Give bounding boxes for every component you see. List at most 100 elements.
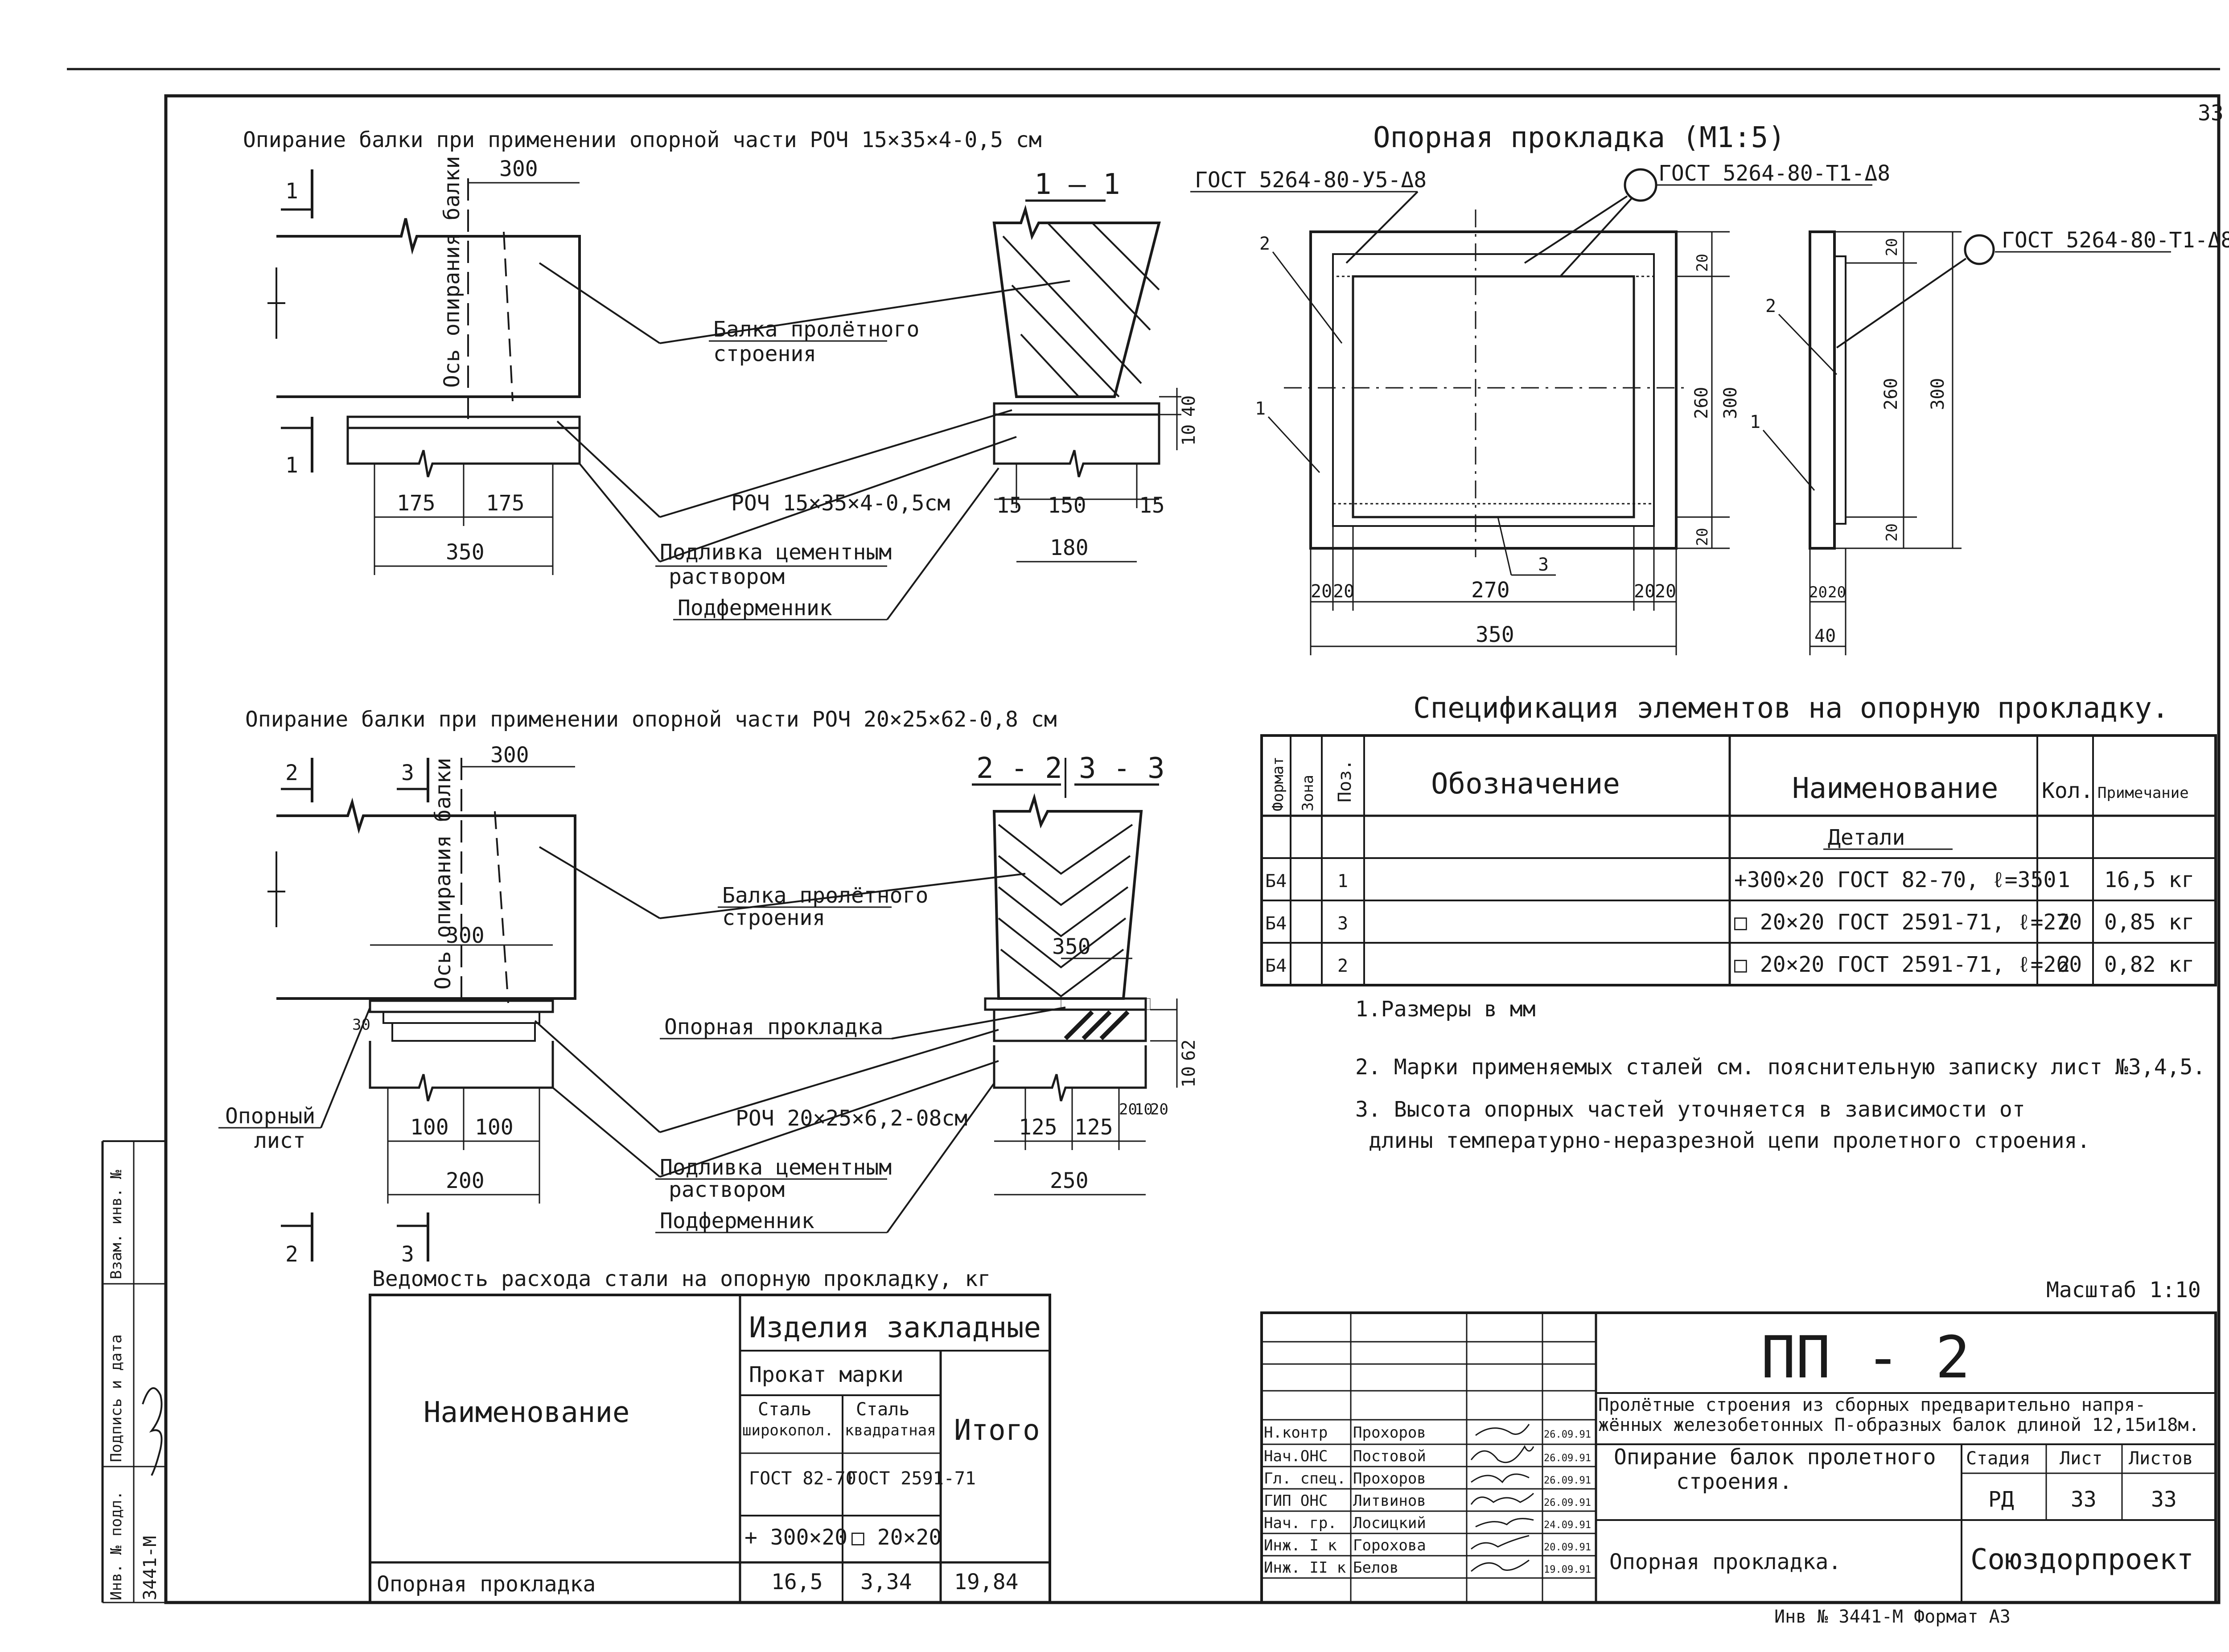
roch-label-bottom: РОЧ 20×25×6,2-08см (736, 1106, 967, 1131)
dim-10-c: 10 (1135, 1101, 1153, 1118)
pedestal-label-top: Подферменник (678, 596, 832, 621)
staff-role: Н.контр (1264, 1424, 1328, 1442)
steel-col2-gost: ГОСТ 2591-71 (847, 1468, 976, 1489)
dim-20-a: 20 (1119, 1101, 1137, 1118)
sheet-label-2: лист (254, 1128, 306, 1153)
dim-150: 150 (1048, 493, 1086, 518)
section-label-1-1: 1 – 1 (1034, 168, 1120, 201)
support-pad-section (1061, 998, 1151, 1010)
weld-circle-2 (1964, 234, 1995, 265)
pos-1-side: 1 (1750, 412, 1760, 432)
pos-2-side: 2 (1765, 296, 1776, 316)
note-4: длины температурно-неразрезной цепи прол… (1369, 1128, 2090, 1153)
spec-row1-note: 16,5 кг (2104, 867, 2194, 892)
pos-1-plan: 1 (1255, 399, 1266, 419)
steel-row-name: Опорная прокладка (377, 1572, 596, 1597)
dim-plan-300: 300 (1720, 387, 1741, 419)
spec-row: Б4 1 +300×20 ГОСТ 82-70, ℓ=350 1 16,5 кг (1265, 867, 2194, 892)
title-sheets-h: Листов (2129, 1448, 2193, 1469)
dim-plan-20f: 20 (1694, 528, 1711, 546)
spec-row3-name: □ 20×20 ГОСТ 2591-71, ℓ=260 (1734, 952, 2082, 977)
beam-outline-bottom (276, 797, 576, 1000)
pos-2-plan: 2 (1259, 234, 1270, 254)
staff-role: ГИП ОНС (1264, 1492, 1328, 1510)
steel-h-name: Наименование (424, 1396, 629, 1429)
grout-label-bottom-1: Подливка цементным (660, 1155, 892, 1180)
support-sheet-bottom (369, 999, 554, 1013)
section-mark-3-bottom: 3 (401, 1242, 414, 1267)
dim-175-a: 175 (397, 491, 436, 516)
pedestal-bottom (369, 1041, 554, 1101)
dim-plan-20d: 20 (1655, 581, 1676, 602)
dim-40-top: 40 (1179, 395, 1199, 417)
dim-62: 62 (1179, 1040, 1199, 1061)
spec-h-name: Наименование (1792, 772, 1998, 805)
staff-date: 26.09.91 (1544, 1475, 1591, 1486)
spec-h-zone: Зона (1299, 775, 1317, 811)
bearing-plate-top (346, 415, 581, 429)
dim-100-a: 100 (410, 1115, 449, 1140)
pad-title: Опорная прокладка (М1:5) (1373, 121, 1785, 154)
stamp-swap-label: Взам. инв. № (107, 1170, 125, 1279)
dim-plan-270: 270 (1471, 578, 1510, 603)
beam-label-top-2: строения (713, 341, 816, 366)
steel-col1-a: Сталь (758, 1399, 811, 1420)
steel-col1-b: широкопол. (742, 1422, 834, 1439)
spec-h-note: Примечание (2097, 784, 2189, 802)
steel-row-v1: 16,5 (771, 1570, 823, 1594)
sheet-frame (164, 94, 2221, 1604)
spec-h-format: Формат (1269, 756, 1287, 811)
spec-h-pos: Поз. (1335, 760, 1355, 802)
dim-10-bottom: 10 (1179, 1066, 1199, 1088)
steel-col1-gost: ГОСТ 82-70 (749, 1468, 856, 1489)
title-sheets: 33 (2151, 1487, 2177, 1512)
dim-350-top: 350 (446, 540, 485, 565)
section-label-3-3: 3 - 3 (1079, 752, 1165, 785)
footer-text: Инв № 3441-М Формат А3 (1774, 1607, 2011, 1627)
staff-role: Нач.ОНС (1264, 1447, 1328, 1465)
dim-plan-20b: 20 (1333, 581, 1354, 602)
staff-role: Инж. II к (1264, 1559, 1346, 1577)
dim-300-bottom-b: 300 (446, 923, 485, 948)
steel-col2-a: Сталь (856, 1399, 909, 1420)
steel-col2-size: □ 20×20 (851, 1525, 942, 1550)
dim-100-b: 100 (475, 1115, 514, 1140)
dim-300-bottom-a: 300 (490, 743, 529, 768)
beam-label-bottom-1: Балка пролётного (722, 883, 928, 908)
title-project-1: Пролётные строения из сборных предварите… (1598, 1395, 2146, 1415)
section-2-2-pedestal (993, 1045, 1147, 1101)
dim-plan-20c: 20 (1634, 581, 1655, 602)
staff-name: Прохоров (1353, 1470, 1426, 1488)
steel-table-title: Ведомость расхода стали на опорную прокл… (372, 1266, 991, 1291)
dim-side-260: 260 (1881, 378, 1901, 410)
steel-h-rolled: Прокат марки (749, 1362, 904, 1387)
staff-role: Нач. гр. (1264, 1514, 1337, 1532)
spec-row3-pos: 2 (1337, 956, 1348, 976)
section-mark-1-bottom: 1 (285, 453, 298, 478)
stamp-signature (142, 1387, 163, 1476)
pad-label-bottom: Опорная прокладка (664, 1015, 883, 1040)
gost-label-2: ГОСТ 5264-80-Т1-Δ8 (1658, 161, 1890, 186)
dim-15-a: 15 (996, 493, 1022, 518)
axis-label-bottom: Ось опирания балки (431, 758, 456, 990)
corner-number: 33 (2198, 101, 2224, 126)
dim-200: 200 (446, 1168, 485, 1193)
section-1-1-beam (992, 205, 1161, 398)
roch-label-top: РОЧ 15×35×4-0,5см (731, 491, 950, 516)
title-drawing-name: Опорная прокладка. (1609, 1549, 1841, 1574)
title-stage: РД (1988, 1487, 2014, 1512)
staff-date: 20.09.91 (1544, 1542, 1591, 1553)
dim-250: 250 (1050, 1168, 1089, 1193)
dim-300-top: 300 (499, 156, 538, 181)
spec-row2-qty: 2 (2057, 910, 2070, 935)
grout-label-bottom-2: раствором (669, 1177, 785, 1202)
spec-row1-format: Б4 (1265, 871, 1287, 892)
gost-label-1: ГОСТ 5264-80-У5-Δ8 (1195, 168, 1427, 193)
dim-10-top: 10 (1179, 424, 1199, 446)
title-sheet-1: Опирание балок пролетного (1614, 1445, 1936, 1470)
note-1: 1.Размеры в мм (1355, 997, 1536, 1022)
staff-date: 24.09.91 (1544, 1520, 1591, 1531)
spec-h-qty: Кол. (2042, 778, 2093, 803)
spec-section-row: Детали (1828, 825, 1905, 850)
gost-label-3: ГОСТ 5264-80-Т1-Δ8 (2002, 228, 2229, 253)
